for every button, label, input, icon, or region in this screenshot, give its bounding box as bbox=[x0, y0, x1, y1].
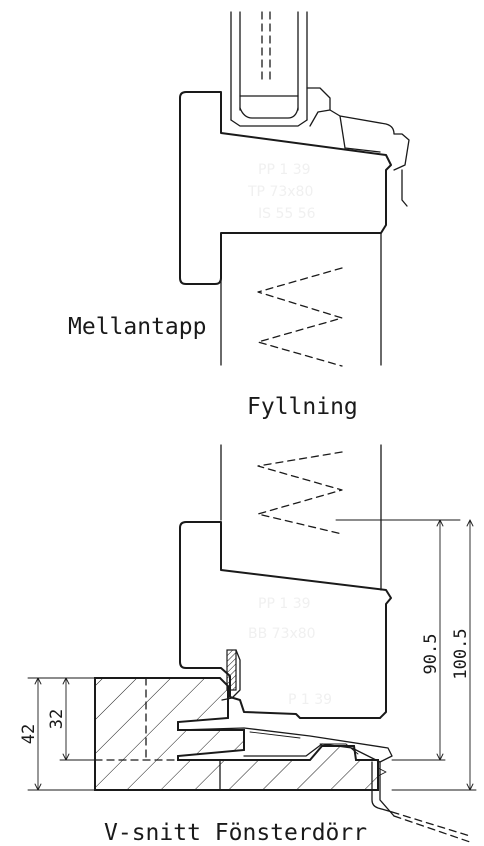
drawing-title: V-snitt Fönsterdörr bbox=[104, 820, 367, 846]
lower-sash-profile: PP 1 39 BB 73x80 P 1 39 bbox=[179, 521, 392, 719]
dimension-42: 42 bbox=[19, 724, 39, 744]
door-frame-threshold bbox=[94, 677, 471, 843]
upper-sash-profile: PP 1 39 TP 73x80 IS 55 56 bbox=[179, 91, 392, 285]
ghost-text-upper-3: IS 55 56 bbox=[258, 206, 316, 222]
label-fyllning: Fyllning bbox=[247, 394, 358, 420]
dimension-32: 32 bbox=[47, 709, 67, 729]
label-mellantapp: Mellantapp bbox=[68, 314, 206, 340]
dimension-90-5: 90.5 bbox=[421, 634, 441, 675]
ghost-text-lower-3: P 1 39 bbox=[288, 692, 332, 708]
infill-panel bbox=[220, 232, 382, 591]
ghost-text-lower-2: BB 73x80 bbox=[248, 626, 316, 642]
ghost-text-upper-1: PP 1 39 bbox=[258, 162, 311, 178]
ghost-text-upper-2: TP 73x80 bbox=[247, 184, 313, 200]
dimension-100-5: 100.5 bbox=[451, 628, 471, 679]
glazing-unit bbox=[230, 11, 308, 127]
dimension-lines bbox=[27, 519, 477, 791]
glazing-bead bbox=[306, 87, 410, 207]
ghost-text-lower-1: PP 1 39 bbox=[258, 596, 311, 612]
